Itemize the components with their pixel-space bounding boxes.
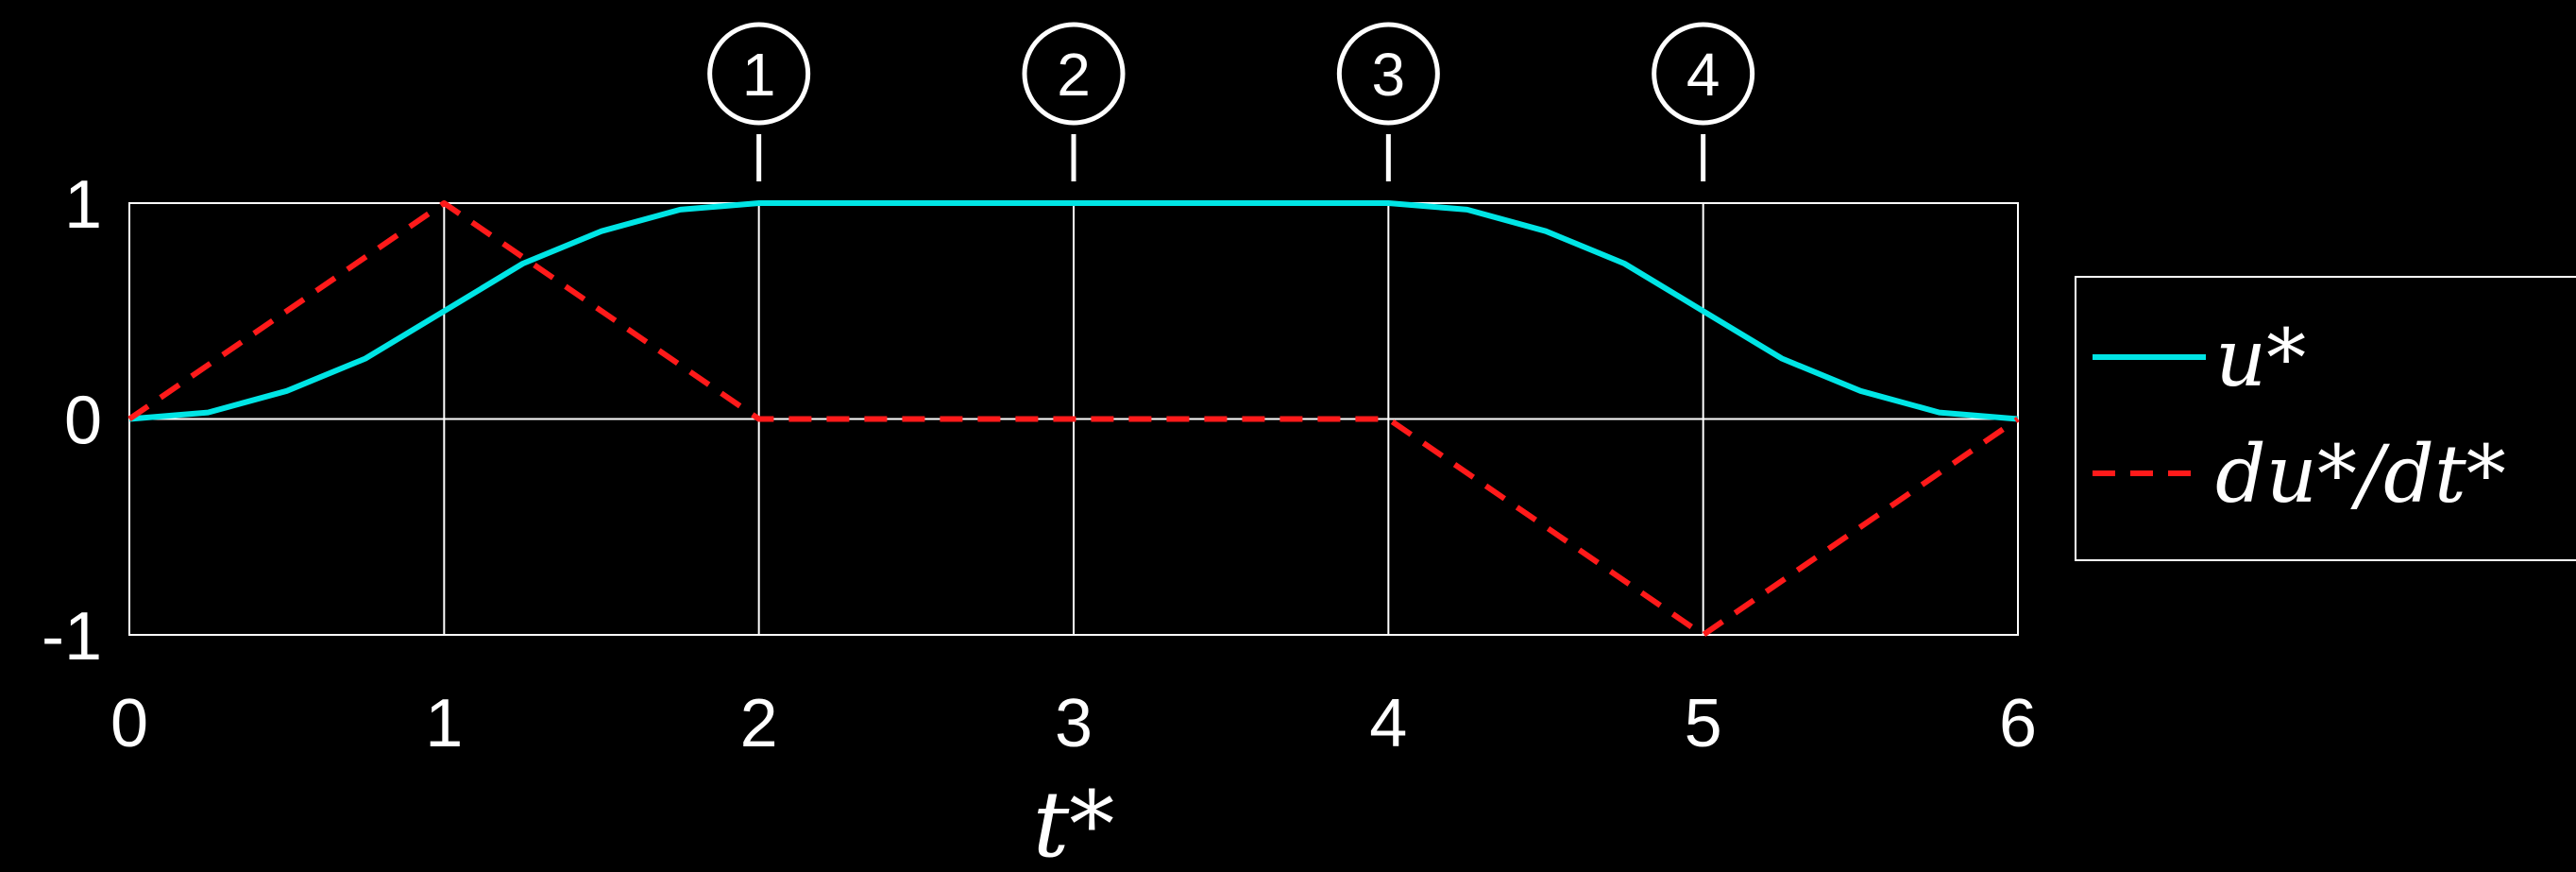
phase-marker-label: 3	[1372, 41, 1406, 109]
phase-marker-circle	[1022, 22, 1126, 126]
phase-marker-circle	[1652, 22, 1755, 126]
y-tick-label: -1	[42, 599, 102, 675]
x-tick-label: 6	[1999, 686, 2037, 761]
phase-marker: 2	[1022, 22, 1126, 181]
y-tick-label: 0	[64, 384, 102, 459]
x-tick-label: 1	[425, 686, 463, 761]
phase-markers: 1 2 3 4	[707, 22, 1755, 181]
y-tick-label: 1	[64, 167, 102, 243]
legend-label: du*/dt*	[2215, 428, 2506, 521]
series-group	[127, 200, 2020, 638]
x-tick-label: 3	[1055, 686, 1093, 761]
phase-marker-label: 4	[1686, 41, 1720, 109]
phase-marker-circle	[707, 22, 811, 126]
x-tick-label: 0	[110, 686, 148, 761]
legend-entry: du*/dt*	[2093, 428, 2506, 521]
legend-label: u*	[2215, 312, 2306, 404]
x-tick-label: 5	[1685, 686, 1722, 761]
phase-marker-circle	[1336, 22, 1440, 126]
phase-marker-label: 1	[742, 41, 776, 109]
legend: u* du*/dt*	[2075, 276, 2576, 561]
series-line	[127, 200, 2020, 638]
x-tick-label: 2	[740, 686, 778, 761]
phase-marker: 4	[1652, 22, 1755, 181]
phase-marker-label: 2	[1057, 41, 1091, 109]
legend-box	[2075, 276, 2576, 561]
phase-marker: 3	[1336, 22, 1440, 181]
series-line	[128, 200, 2019, 422]
x-tick-label: 4	[1369, 686, 1407, 761]
phase-marker: 1	[707, 22, 811, 181]
x-axis-label: t*	[1033, 772, 1115, 872]
legend-entry: u*	[2093, 312, 2306, 404]
